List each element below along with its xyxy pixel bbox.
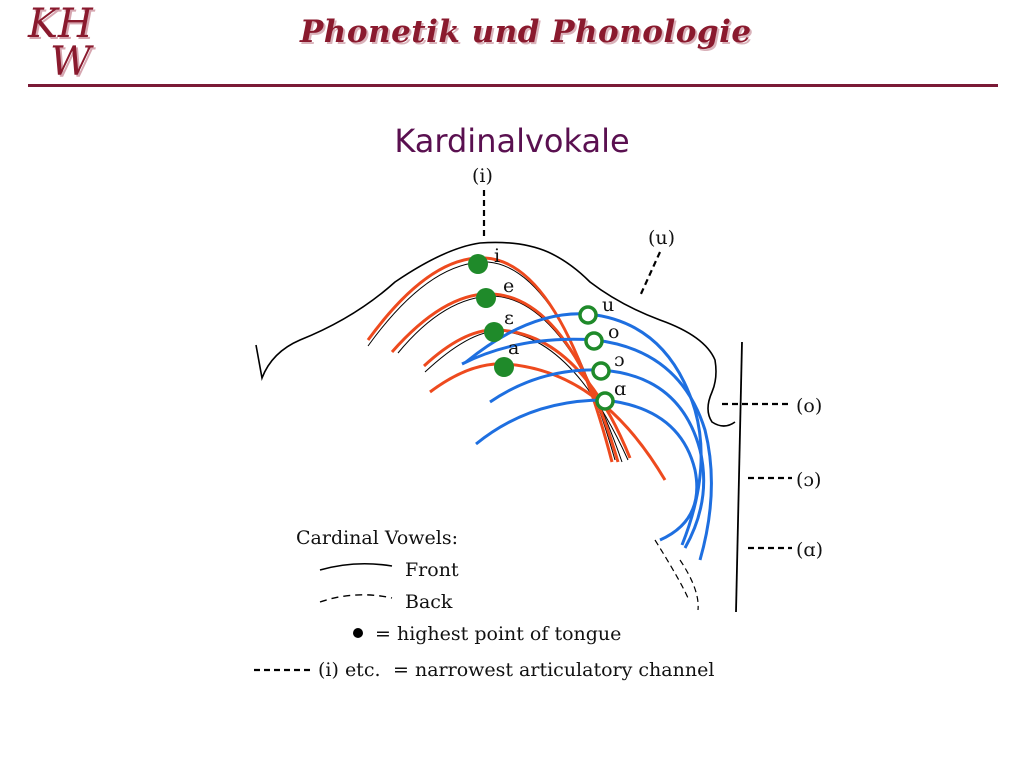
back-curve-dashed [654, 539, 689, 599]
legend-title: Cardinal Vowels: [296, 527, 458, 549]
back-curve-o [461, 337, 713, 561]
vowel-label-i: i [494, 245, 500, 267]
channel-label-i: (i) [472, 165, 493, 187]
slide-title: Kardinalvokale [394, 122, 630, 160]
channel-label-o: (o) [796, 395, 822, 417]
legend: Cardinal Vowels: Front Back = highest po… [254, 527, 714, 681]
front-point-a [494, 357, 514, 377]
palate-outline [255, 241, 736, 427]
channel-line-u [638, 251, 662, 297]
legend-dot-label: = highest point of tongue [375, 623, 621, 645]
vowel-label-u: u [602, 294, 614, 316]
legend-dot [353, 628, 363, 638]
legend-back-line [319, 594, 393, 603]
back-curve-alpha [475, 398, 699, 542]
header-title: Phonetik und Phonologie [300, 14, 752, 50]
front-point-i [468, 254, 488, 274]
legend-back-label: Back [405, 591, 453, 613]
channel-label-u: (u) [648, 227, 675, 249]
legend-dash-prefix: (i) etc. [318, 659, 381, 681]
vowel-label-e: e [503, 275, 514, 297]
logo-text-kh: KH [28, 1, 93, 47]
vowel-label-a: a [508, 337, 519, 359]
back-curve-u [465, 312, 703, 546]
vowel-label-epsilon: ε [504, 307, 514, 329]
front-point-e [476, 288, 496, 308]
back-point-u [578, 305, 598, 325]
legend-front-line [319, 562, 393, 571]
channel-label-alpha: (ɑ) [796, 539, 823, 561]
vowel-label-alpha: ɑ [614, 378, 626, 400]
back-curve-dashed [679, 559, 699, 611]
legend-front-label: Front [405, 559, 459, 581]
channel-label-open-o: (ɔ) [796, 469, 821, 491]
vowel-label-open-o: ɔ [614, 349, 625, 371]
logo-text-w: W [50, 39, 92, 85]
pharynx-wall [735, 341, 743, 613]
back-point-alpha [595, 391, 615, 411]
khw-logo: KH W [28, 4, 138, 86]
front-curve-a [429, 362, 667, 481]
header-divider [28, 84, 998, 87]
vowel-label-o: o [608, 321, 619, 343]
back-point-open-o [591, 361, 611, 381]
back-point-o [584, 331, 604, 351]
back-curve-open-o [489, 368, 706, 549]
legend-dash-label: = narrowest articulatory channel [393, 659, 714, 681]
front-point-epsilon [484, 322, 504, 342]
